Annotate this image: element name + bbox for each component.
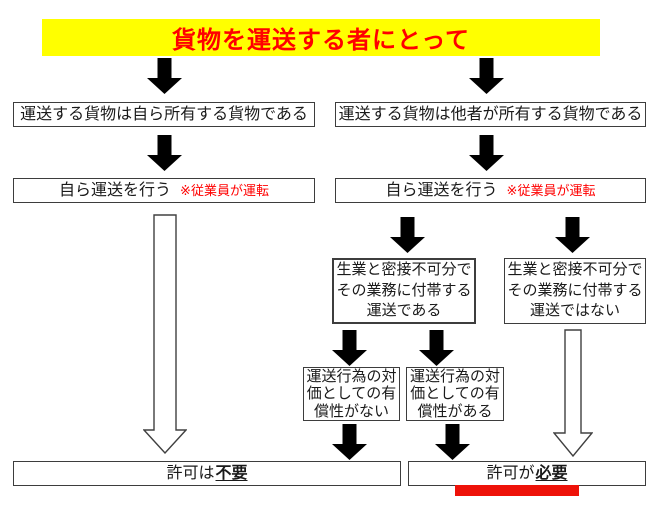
down-arrow-icon (147, 58, 182, 94)
down-arrow-icon (332, 330, 367, 366)
down-arrow-icon (419, 330, 454, 366)
box-result-permit-required: 許可が 必要 (408, 461, 646, 486)
down-arrow-icon (555, 217, 590, 253)
self-transport-label: 自ら運送を行う (59, 181, 172, 199)
long-down-arrow-icon (553, 329, 593, 457)
down-arrow-icon (332, 424, 367, 460)
employee-driver-note: ※従業員が運転 (506, 182, 596, 198)
box-result-permit-not-required: 許可は 不要 (13, 461, 401, 486)
down-arrow-icon (435, 424, 470, 460)
result-prefix: 許可は (166, 464, 215, 482)
long-down-arrow-icon (143, 214, 187, 454)
result-emphasis: 必要 (535, 464, 568, 482)
page-title: 貨物を運送する者にとって (42, 19, 600, 56)
box-self-transport-right: 自ら運送を行う ※従業員が運転 (335, 178, 646, 203)
down-arrow-icon (147, 135, 182, 171)
result-prefix: 許可が (486, 464, 535, 482)
box-has-compensation: 運送行為の対 価としての有 償性がある (406, 367, 504, 421)
box-others-cargo: 運送する貨物は他者が所有する貨物である (335, 102, 646, 127)
box-no-compensation: 運送行為の対 価としての有 償性がない (303, 367, 400, 421)
result-emphasis: 不要 (215, 464, 248, 482)
self-transport-label: 自ら運送を行う (385, 181, 498, 199)
down-arrow-icon (390, 217, 425, 253)
employee-driver-note: ※従業員が運転 (180, 182, 269, 198)
down-arrow-icon (469, 135, 504, 171)
box-own-cargo: 運送する貨物は自ら所有する貨物である (13, 102, 315, 127)
box-self-transport-left: 自ら運送を行う ※従業員が運転 (13, 178, 315, 203)
box-incidental-transport-yes: 生業と密接不可分で その業務に付帯する 運送である (332, 258, 476, 324)
box-incidental-transport-no: 生業と密接不可分で その業務に付帯する 運送ではない (504, 258, 646, 324)
down-arrow-icon (469, 58, 504, 94)
red-underline-bar (455, 485, 579, 496)
